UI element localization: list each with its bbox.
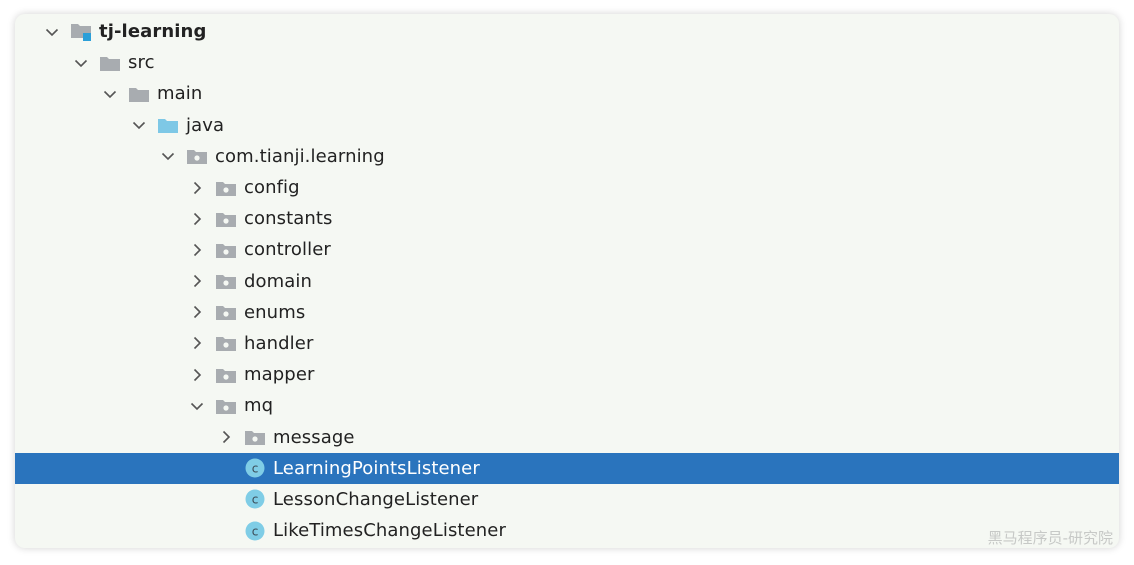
chevron-down-icon[interactable] [129,115,149,135]
tree-node-tj-learning[interactable]: tj-learning [15,16,1119,47]
watermark: 黑马程序员-研究院 [987,529,1113,547]
tree-node-label: LearningPointsListener [273,457,480,479]
tree-node-enums[interactable]: enums [15,297,1119,328]
tree-node-mq[interactable]: mq [15,390,1119,421]
chevron-down-icon[interactable] [187,396,207,416]
tree-node-src[interactable]: src [15,47,1119,78]
tree-node-java[interactable]: java [15,110,1119,141]
chevron-right-icon[interactable] [187,209,207,229]
package-icon [215,209,237,229]
package-icon [215,396,237,416]
tree-node-constants[interactable]: constants [15,203,1119,234]
package-icon [215,240,237,260]
tree-node-label: LikeTimesChangeListener [273,520,506,542]
package-icon [244,427,266,447]
tree-node-domain[interactable]: domain [15,266,1119,297]
chevron-right-icon[interactable] [187,178,207,198]
folder-icon [99,53,121,73]
tree-node-label: handler [244,332,314,354]
chevron-down-icon[interactable] [42,22,62,42]
tree-node-label: tj-learning [99,21,207,43]
tree-node-label: java [186,114,225,136]
tree-node-message[interactable]: message [15,421,1119,452]
package-icon [186,146,208,166]
chevron-right-icon[interactable] [187,365,207,385]
chevron-placeholder [216,458,236,478]
chevron-down-icon[interactable] [158,146,178,166]
tree-node-label: mapper [244,364,315,386]
chevron-down-icon[interactable] [100,84,120,104]
chevron-right-icon[interactable] [216,427,236,447]
tree-node-label: LessonChangeListener [273,488,479,510]
tree-node-mapper[interactable]: mapper [15,359,1119,390]
svg-text:c: c [252,493,259,507]
chevron-placeholder [216,521,236,541]
tree-node-handler[interactable]: handler [15,328,1119,359]
tree-node-config[interactable]: config [15,172,1119,203]
tree-node-controller[interactable]: controller [15,234,1119,265]
package-icon [215,302,237,322]
chevron-down-icon[interactable] [71,53,91,73]
package-icon [215,178,237,198]
tree-node-com-tianji-learning[interactable]: com.tianji.learning [15,141,1119,172]
source-folder-icon [157,115,179,135]
chevron-right-icon[interactable] [187,240,207,260]
tree-node-label: src [128,52,155,74]
tree-node-label: message [273,426,355,448]
tree-node-label: enums [244,301,306,323]
tree-node-learningpointslistener[interactable]: c LearningPointsListener [15,452,1119,484]
tree-node-lessonchangelistener[interactable]: c LessonChangeListener [15,484,1119,515]
tree-node-main[interactable]: main [15,78,1119,109]
module-folder-icon [70,22,92,42]
tree-node-label: controller [244,239,331,261]
tree-node-label: config [244,177,300,199]
package-icon [215,271,237,291]
chevron-right-icon[interactable] [187,271,207,291]
chevron-right-icon[interactable] [187,302,207,322]
tree-node-label: mq [244,395,274,417]
svg-text:c: c [252,462,259,476]
package-icon [215,333,237,353]
tree-node-label: com.tianji.learning [215,145,385,167]
package-icon [215,365,237,385]
folder-icon [128,84,150,104]
class-icon: c [244,521,266,541]
tree-node-label: main [157,83,203,105]
tree-node-label: domain [244,270,313,292]
class-icon: c [244,458,266,478]
class-icon: c [244,489,266,509]
tree-node-label: constants [244,208,333,230]
chevron-right-icon[interactable] [187,333,207,353]
tree-node-liketimeschangelistener[interactable]: c LikeTimesChangeListener [15,515,1119,546]
chevron-placeholder [216,489,236,509]
svg-text:c: c [252,524,259,538]
